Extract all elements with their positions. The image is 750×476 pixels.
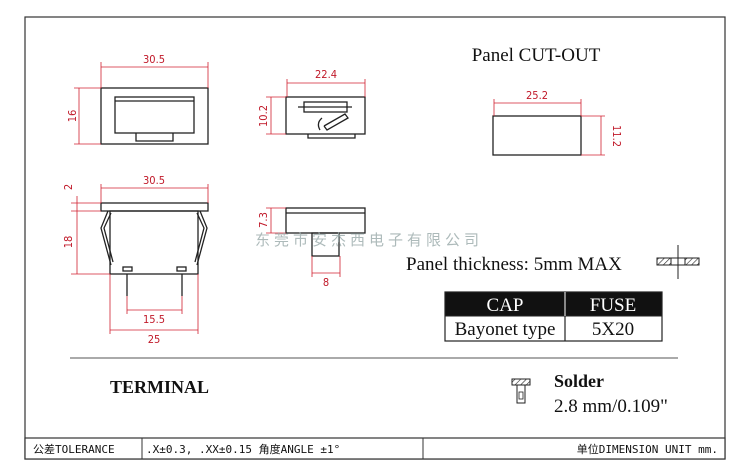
side-depth-view: 7.3 8 (257, 207, 366, 289)
body-view: 30.5 2 18 15.5 25 (62, 174, 209, 346)
dim-side-depth: 7.3 (257, 212, 270, 228)
dim-bottom-width: 25 (148, 333, 161, 346)
dim-side-height: 10.2 (257, 105, 270, 127)
table-header-fuse: FUSE (590, 295, 636, 316)
panel-cutout: Panel CUT-OUT 25.2 11.2 (472, 45, 623, 156)
terminal-size: 2.8 mm/0.109" (554, 396, 668, 417)
spec-table: CAP FUSE Bayonet type 5X20 (444, 291, 663, 342)
watermark: 东莞市安杰西电子有限公司 (255, 231, 483, 249)
terminal-label: TERMINAL (110, 377, 209, 397)
dim-flange-thickness: 2 (62, 184, 75, 190)
footer-bar: 公差TOLERANCE .X±0.3, .XX±0.15 角度ANGLE ±1°… (24, 437, 726, 460)
terminal-type: Solder (554, 371, 604, 391)
dim-cutout-width: 25.2 (526, 89, 548, 102)
table-cell-cap: Bayonet type (455, 319, 556, 340)
dim-side-width: 22.4 (315, 68, 337, 81)
dim-stem-width: 8 (323, 276, 329, 289)
table-cell-fuse: 5X20 (592, 319, 634, 340)
table-header-cap: CAP (487, 295, 524, 316)
side-view: 22.4 10.2 (257, 68, 366, 139)
dim-body-height: 18 (62, 236, 75, 249)
tolerance-value: .X±0.3, .XX±0.15 角度ANGLE ±1° (146, 442, 340, 456)
dim-cutout-height: 11.2 (610, 125, 623, 147)
solder-terminal-icon (511, 378, 531, 404)
panel-cutout-title: Panel CUT-OUT (472, 45, 601, 66)
front-view: 30.5 16 (66, 53, 209, 145)
dim-front-height: 16 (66, 110, 79, 123)
dim-front-width: 30.5 (143, 53, 165, 66)
dim-pin-spacing: 15.5 (143, 313, 165, 326)
panel-thickness-icon (656, 245, 700, 279)
dim-body-width: 30.5 (143, 174, 165, 187)
panel-thickness-label: Panel thickness: 5mm MAX (406, 254, 622, 275)
dimension-unit: 单位DIMENSION UNIT mm. (577, 442, 718, 456)
tolerance-label: 公差TOLERANCE (33, 442, 115, 456)
